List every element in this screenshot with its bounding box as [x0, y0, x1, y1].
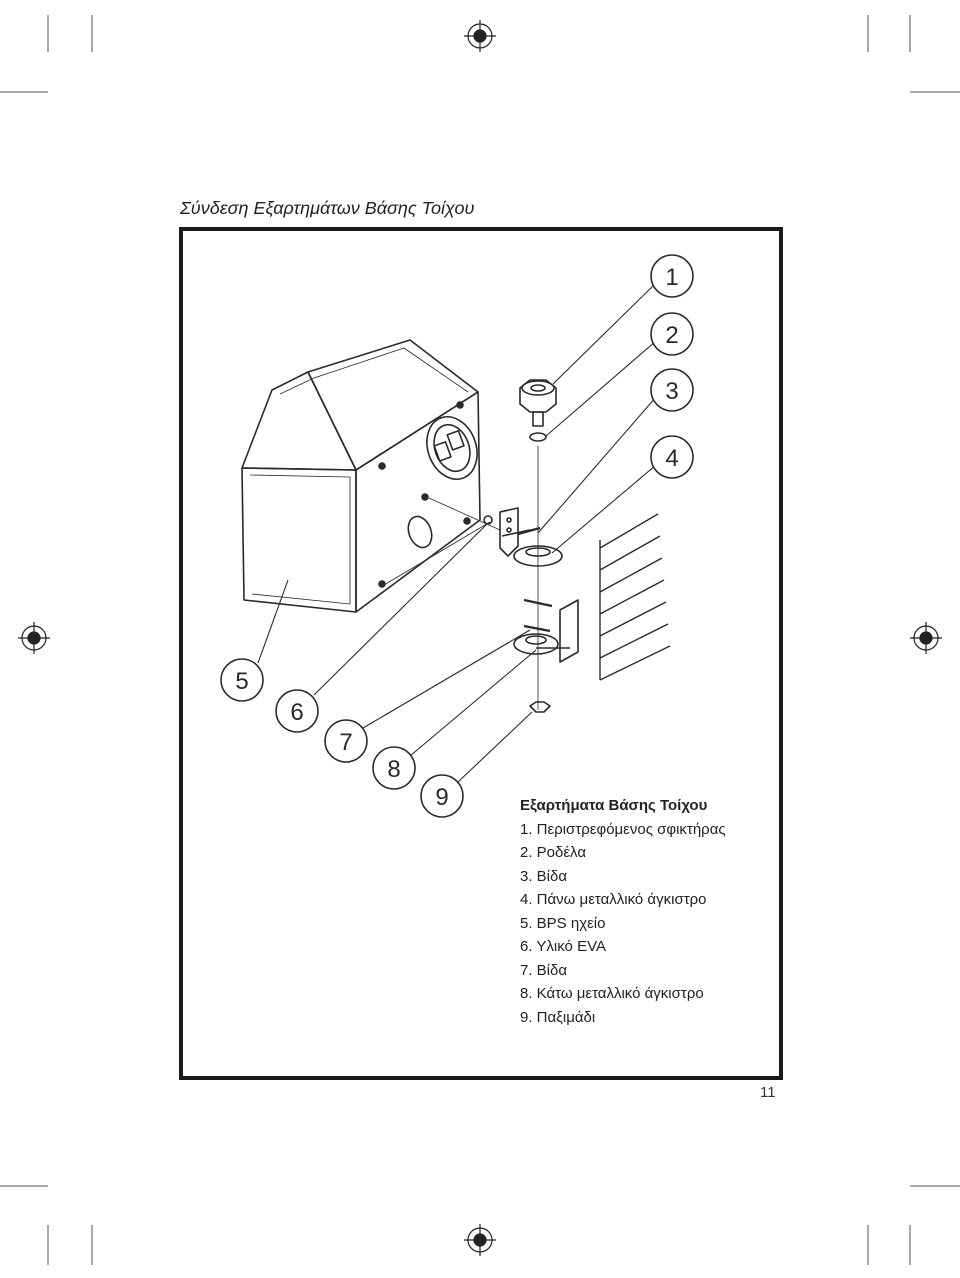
- callout-circle: [650, 254, 694, 298]
- legend-item: 7. Βίδα: [520, 961, 568, 979]
- callout-label-1: 1: [665, 264, 678, 291]
- speaker-cabinet: [241, 339, 493, 613]
- swivel-knob-part: [519, 379, 557, 427]
- lower-bracket-part: [513, 598, 579, 663]
- callout-circle: [420, 774, 464, 818]
- parts-legend: Εξαρτήματα Βάσης Τοίχου 1. Περιστρεφόμεν…: [520, 794, 726, 1029]
- callout-circles: [220, 254, 694, 818]
- callout-label-4: 4: [665, 445, 678, 472]
- alignment-lines: [383, 446, 539, 710]
- callout-circle: [650, 312, 694, 356]
- legend-item: 3. Βίδα: [520, 867, 568, 885]
- upper-bracket-part: [499, 507, 563, 567]
- callout-label-9: 9: [435, 784, 448, 811]
- legend-item: 8. Κάτω μεταλλικό άγκιστρο: [520, 985, 704, 1002]
- callout-circle: [324, 719, 368, 763]
- registration-mark-left: [18, 622, 50, 654]
- callout-label-7: 7: [339, 729, 352, 756]
- callout-label-5: 5: [235, 668, 248, 695]
- legend-item: 5. BPS ηχείο: [520, 914, 606, 932]
- nut-part: [529, 701, 551, 713]
- registration-mark-right: [910, 622, 942, 654]
- leader-lines: [257, 282, 657, 783]
- callout-circle: [275, 689, 319, 733]
- legend-item: 1. Περιστρεφόμενος σφικτήρας: [520, 820, 726, 838]
- legend-title: Εξαρτήματα Βάσης Τοίχου: [520, 797, 708, 814]
- wall: [599, 513, 671, 681]
- page-number: 11: [760, 1084, 776, 1101]
- legend-item: 4. Πάνω μεταλλικό άγκιστρο: [520, 891, 707, 908]
- legend-item: 6. Υλικό EVA: [520, 938, 606, 955]
- callout-label-8: 8: [387, 756, 400, 783]
- callout-label-2: 2: [665, 322, 678, 349]
- callout-circle: [220, 658, 264, 702]
- callout-circle: [650, 435, 694, 479]
- callout-circle: [650, 368, 694, 412]
- page-title: Σύνδεση Εξαρτημάτων Βάσης Τοίχου: [180, 198, 475, 218]
- legend-item: 9. Παξιμάδι: [520, 1008, 596, 1026]
- callout-label-6: 6: [290, 699, 303, 726]
- callout-label-3: 3: [665, 378, 678, 405]
- registration-mark-top: [464, 20, 496, 52]
- callout-labels: 1 2 3 4 5 6 7 8 9: [235, 264, 678, 811]
- legend-item: 2. Ροδέλα: [520, 844, 587, 861]
- registration-mark-bottom: [464, 1224, 496, 1256]
- washer-part: [529, 432, 547, 442]
- diagram-frame: [179, 227, 783, 1080]
- callout-circle: [372, 746, 416, 790]
